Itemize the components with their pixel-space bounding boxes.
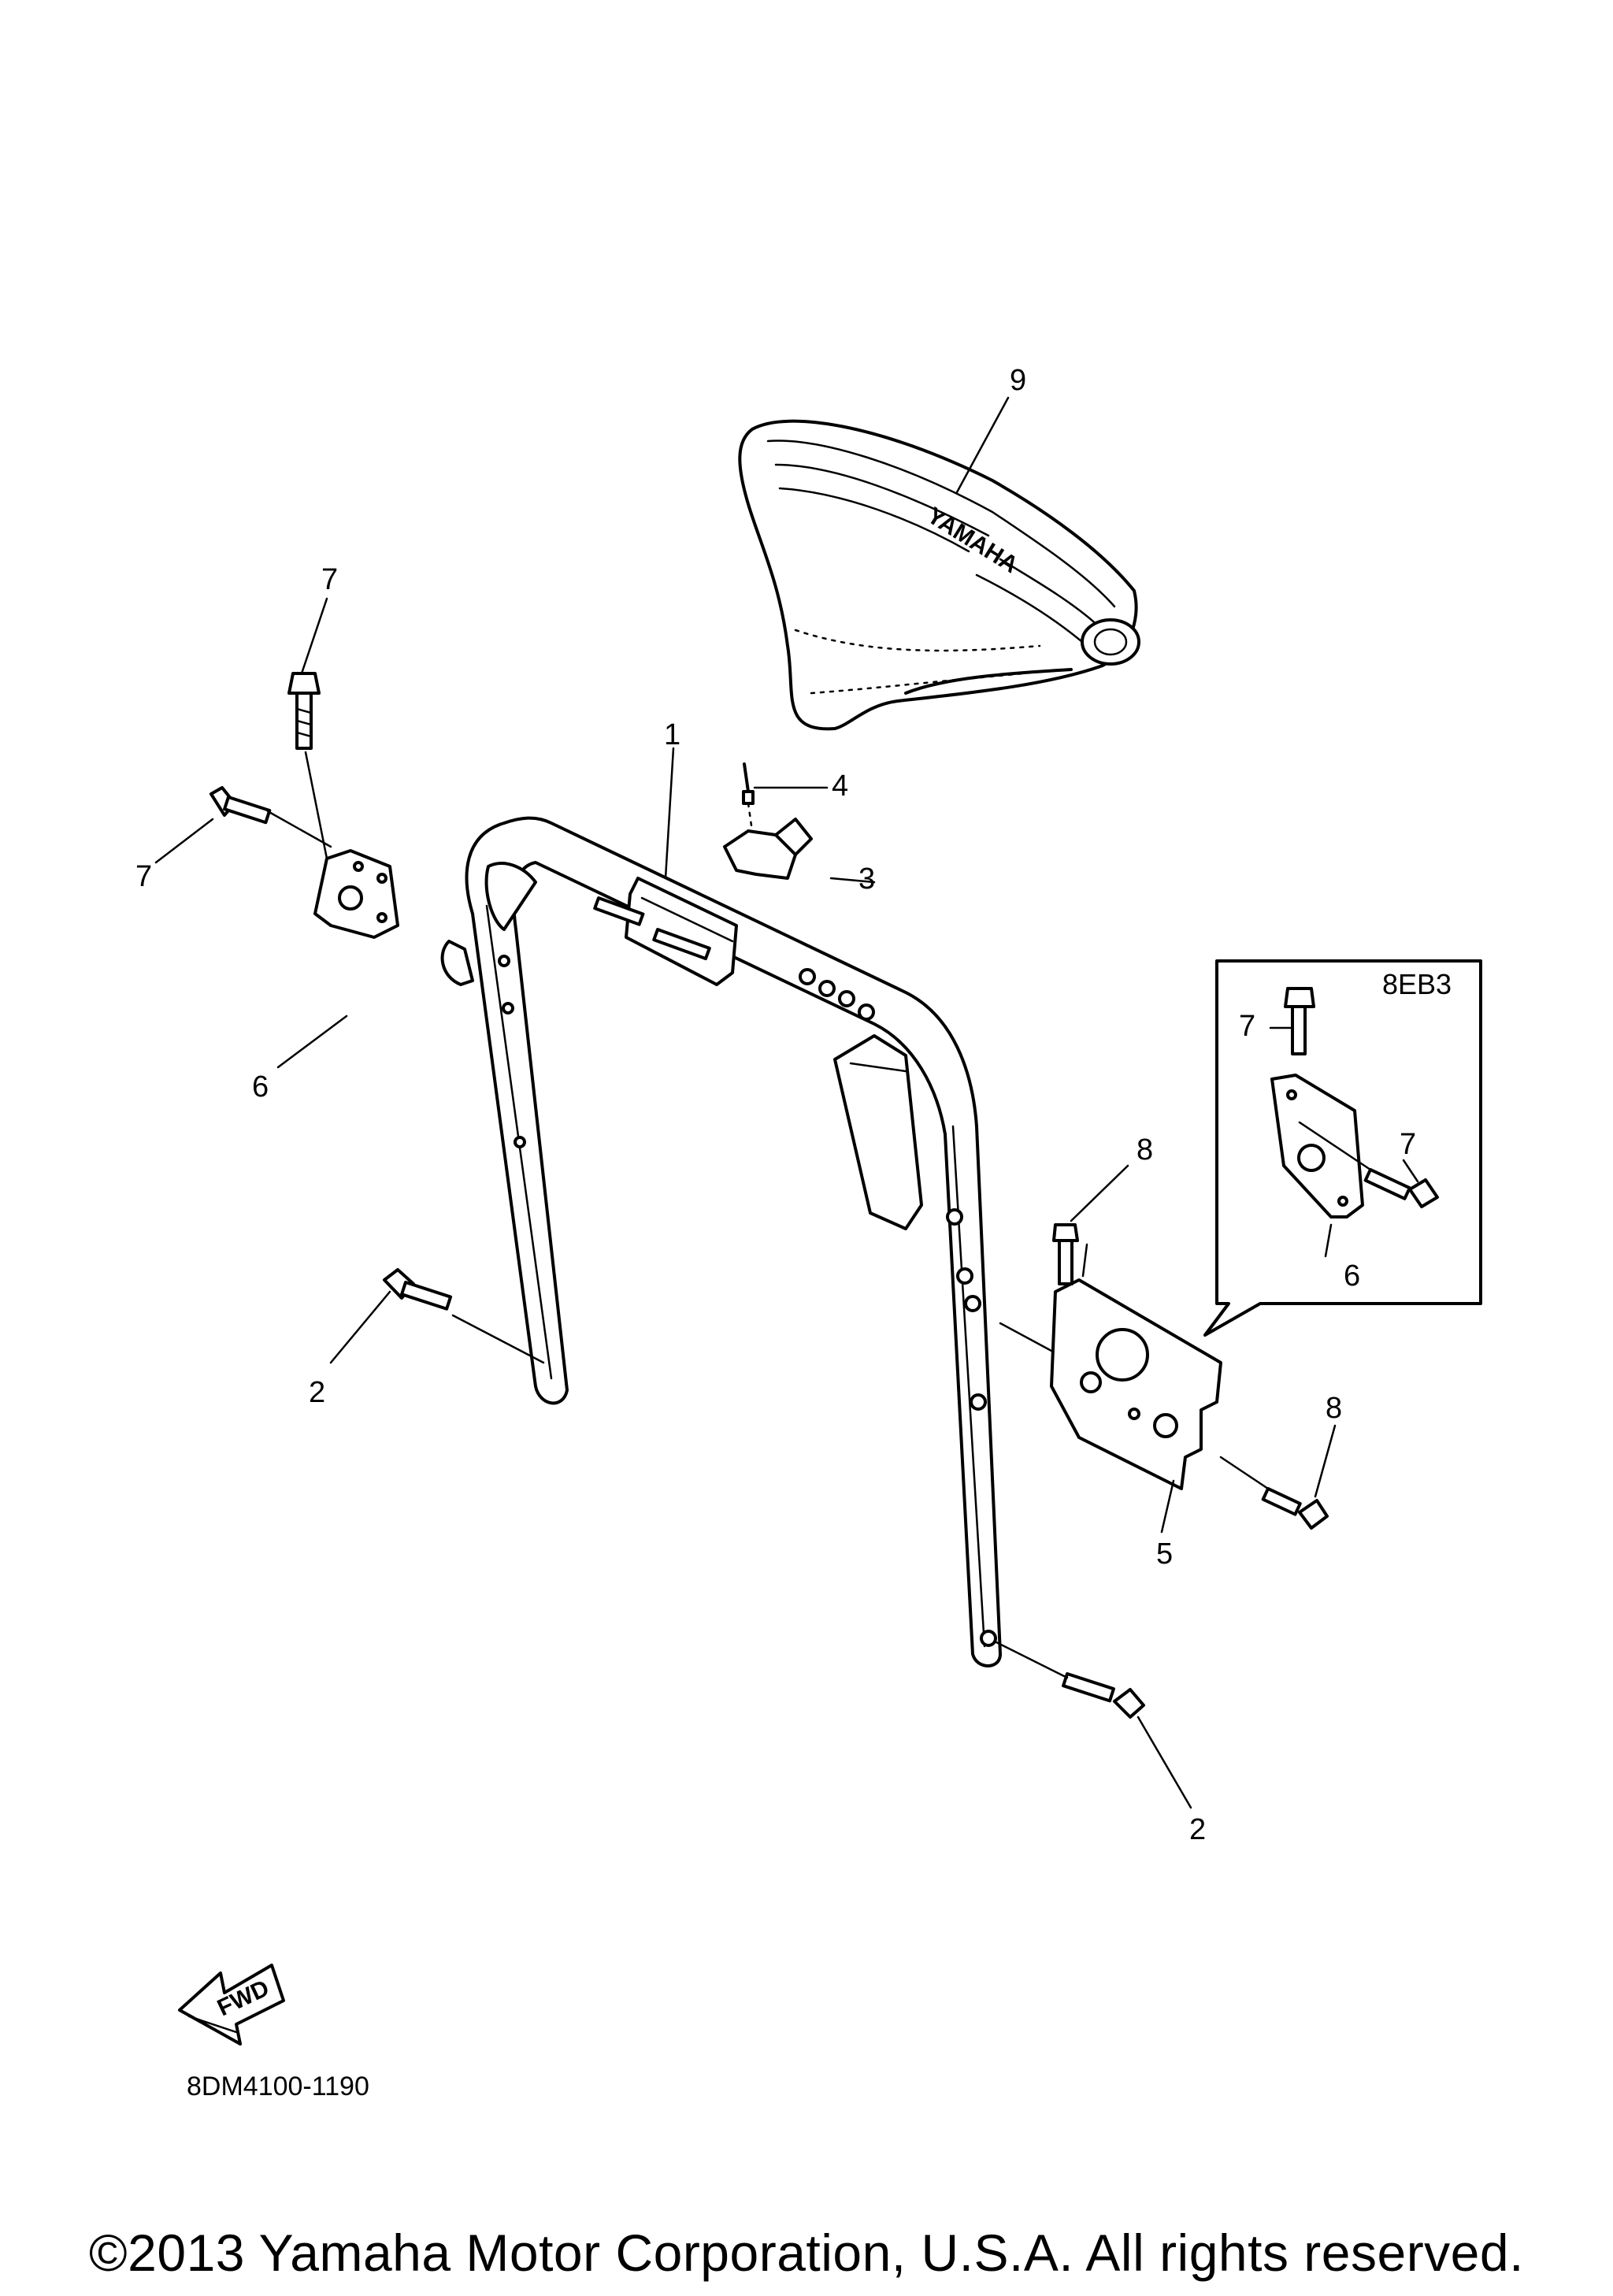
callout-8-top: 8 bbox=[1137, 1133, 1153, 1167]
callout-labels: 9 1 4 3 7 7 6 2 8 7 7 6 8 5 2 bbox=[135, 364, 1416, 1846]
callout-7-top: 7 bbox=[321, 563, 338, 596]
handle-pole-drawing bbox=[465, 816, 1002, 1667]
callout-1: 1 bbox=[664, 718, 680, 751]
callout-9: 9 bbox=[1010, 364, 1026, 397]
fwd-arrow-icon: FWD bbox=[178, 1964, 285, 2046]
callout-3: 3 bbox=[858, 862, 875, 896]
leader-lines bbox=[154, 396, 1419, 1809]
bracket-right-drawing bbox=[999, 1223, 1329, 1530]
callout-6-left: 6 bbox=[252, 1070, 269, 1103]
copyright-notice: ©2013 Yamaha Motor Corporation, U.S.A. A… bbox=[89, 2224, 1524, 2282]
seat-drawing: YAMAHA bbox=[738, 419, 1140, 731]
inset-box: 8EB3 bbox=[1203, 959, 1482, 1337]
clip-drawing bbox=[723, 762, 813, 880]
callout-4: 4 bbox=[832, 770, 848, 803]
bolt-2-drawing bbox=[383, 1268, 1145, 1719]
part-code: 8DM4100-1190 bbox=[187, 2072, 369, 2101]
callout-5: 5 bbox=[1156, 1537, 1173, 1571]
callout-8-right: 8 bbox=[1326, 1392, 1342, 1425]
callout-6-inset: 6 bbox=[1344, 1259, 1360, 1293]
callout-7-left: 7 bbox=[135, 860, 152, 893]
callout-7-inset-top: 7 bbox=[1239, 1010, 1255, 1043]
callout-7-inset-right: 7 bbox=[1400, 1128, 1416, 1161]
bracket-left-drawing bbox=[210, 672, 474, 986]
callout-2-right: 2 bbox=[1189, 1813, 1206, 1846]
inset-label: 8EB3 bbox=[1382, 968, 1452, 1000]
callout-2-left: 2 bbox=[309, 1376, 325, 1409]
